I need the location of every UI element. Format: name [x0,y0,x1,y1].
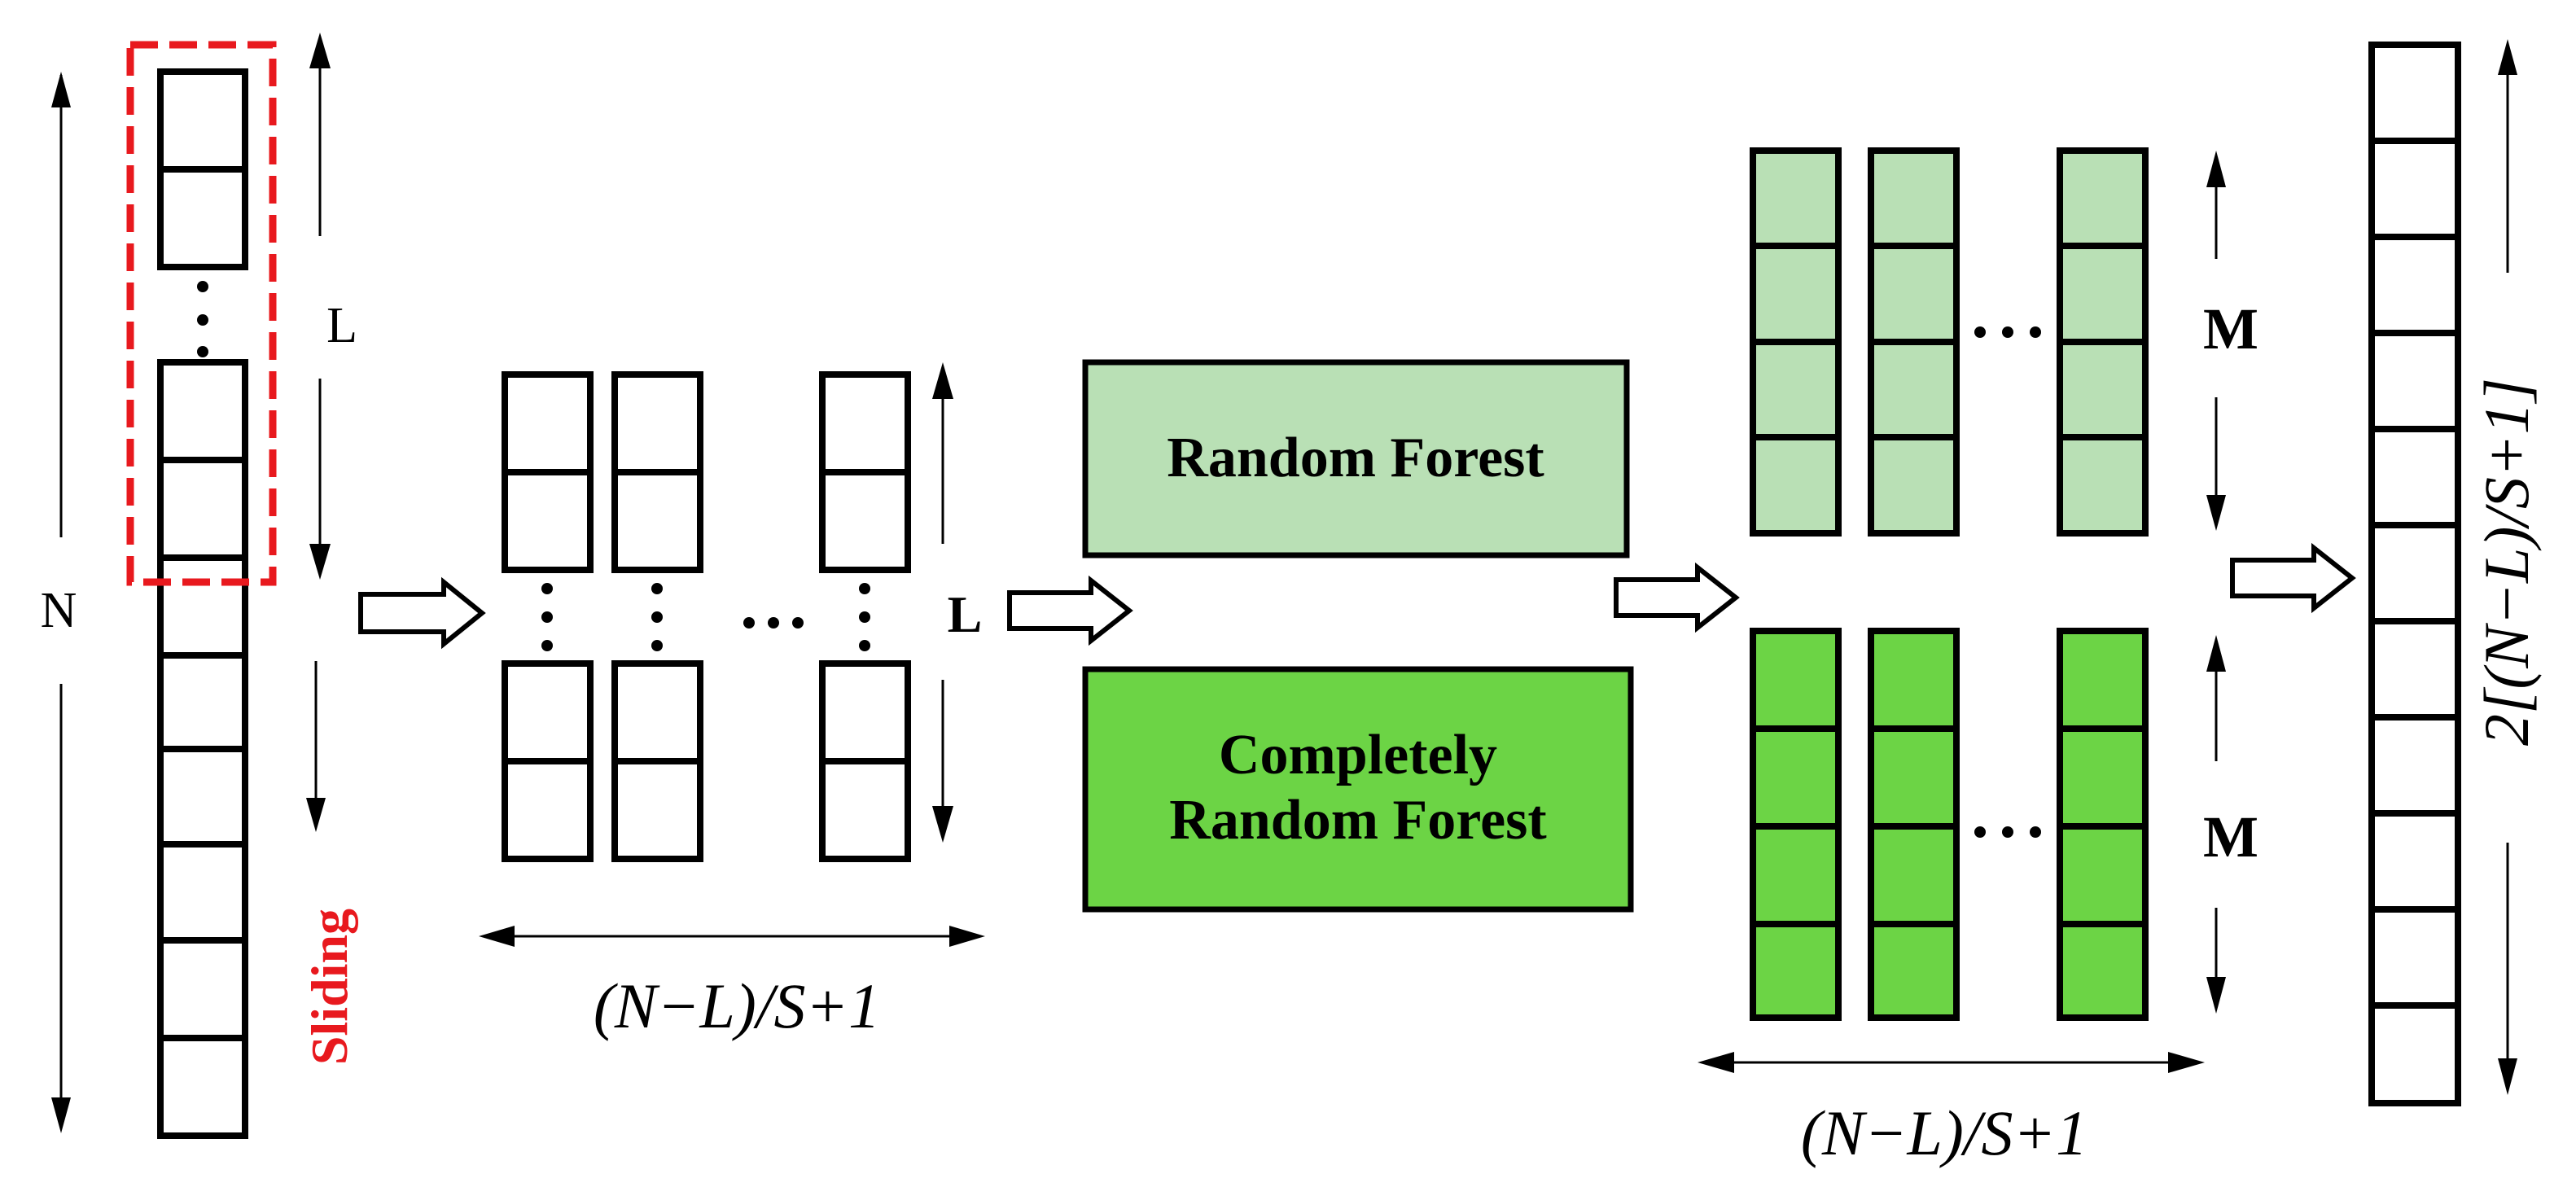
flow-arrow-1 [358,576,486,650]
final-length-formula: 2[(N−L)/S+1] [2471,378,2542,746]
sliding-window-box [126,41,277,586]
l-label-windows: L [948,585,983,643]
m-label-bottom: M [2203,804,2258,869]
crf-label-line2: Random Forest [1169,789,1546,852]
class-vectors: M M (N−L)/S+1 [1698,147,2258,1168]
m-label-top: M [2203,296,2258,361]
crf-label-line1: Completely [1219,724,1497,786]
flow-arrow-2 [1007,575,1133,646]
rf-class-vectors [1750,147,2149,537]
n-label: N [41,583,77,638]
sequence-dots [197,281,208,357]
rf-vector-dots [1974,326,2041,338]
flow-arrow-4 [2230,542,2356,614]
forest-models: Random Forest Completely Random Forest [1082,359,1634,913]
sliding-label: Sliding [300,909,358,1065]
crf-class-vectors [1750,628,2149,1021]
input-sequence: N L Sliding [41,33,358,1139]
concatenated-cells [2368,42,2461,1106]
window-dots [541,583,870,651]
window-cells [502,371,911,862]
random-forest-box [1082,359,1630,558]
crf-vector-dots [1974,826,2041,838]
windows-set: L (N−L)/S+1 [479,362,985,1041]
flow-arrow-3 [1614,562,1740,633]
concatenated-vector: 2[(N−L)/S+1] [2368,39,2542,1106]
completely-random-forest-box [1082,666,1634,913]
random-forest-label: Random Forest [1167,427,1544,489]
l-label-window: L [326,298,357,353]
windows-count-formula: (N−L)/S+1 [594,970,880,1041]
sequence-cells [157,68,248,1139]
outputs-count-formula: (N−L)/S+1 [1801,1097,2088,1168]
